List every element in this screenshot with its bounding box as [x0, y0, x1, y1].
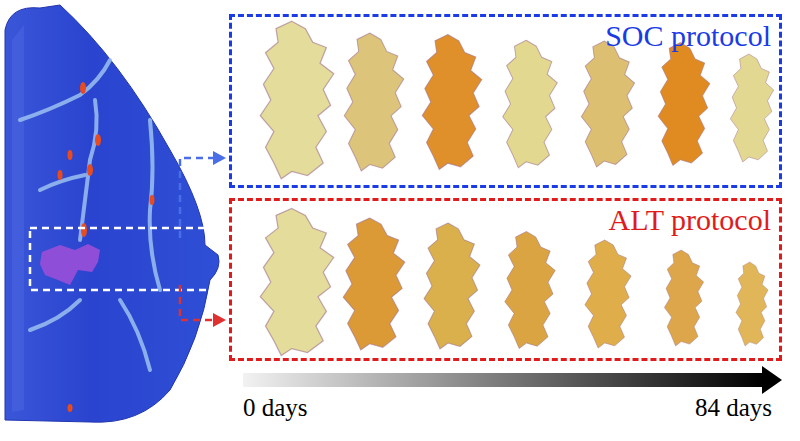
- time-label: 0 days: [243, 394, 308, 422]
- protocol-panel: SOC protocol: [229, 14, 782, 188]
- panel-title: SOC protocol: [605, 19, 771, 52]
- time-label: 84 days: [695, 394, 772, 422]
- vessels: [20, 60, 160, 370]
- breast-model: [5, 5, 219, 422]
- time-arrowhead: [762, 366, 782, 394]
- panel-title: ALT protocol: [609, 203, 772, 236]
- zoom-box: [30, 228, 237, 290]
- zoom-arrows: [180, 158, 214, 320]
- protocol-panel: ALT protocol: [229, 198, 782, 361]
- vessel-hotspots: [58, 82, 155, 412]
- tumour: [40, 244, 100, 285]
- time-bar: [243, 373, 763, 387]
